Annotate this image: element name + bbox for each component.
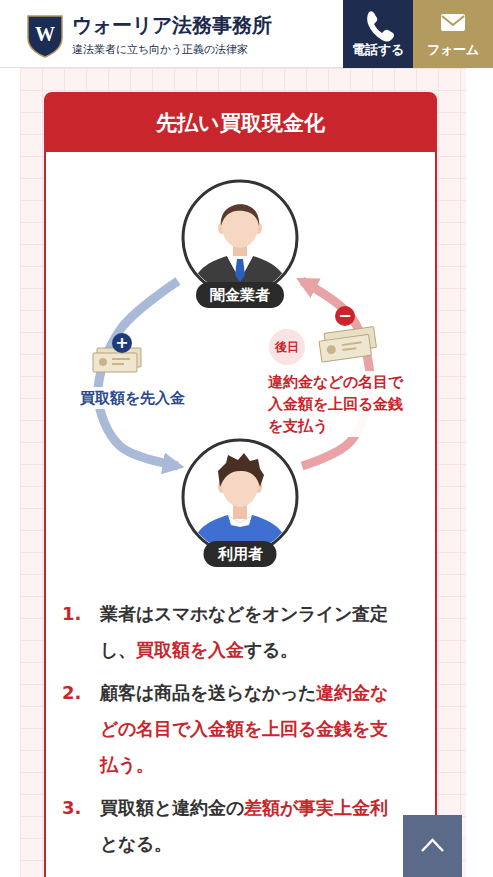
highlight-text: 差額が事実上金利 xyxy=(244,797,388,818)
step-segment: となる。 xyxy=(100,833,172,854)
list-item: 2. 顧客は商品を送らなかった違約金などの名目で入金額を上回る金銭を支払う。 xyxy=(62,675,407,783)
button-label: 電話する xyxy=(343,41,413,59)
diagram-title: 先払い買取現金化 xyxy=(156,109,325,137)
user-figure xyxy=(183,440,297,557)
step-text: 買取額と違約金の差額が事実上金利となる。 xyxy=(100,790,400,862)
later-badge: 後日 xyxy=(269,329,305,365)
call-button: 電話する xyxy=(343,0,413,68)
cash-icon xyxy=(318,327,377,363)
chevron-icon xyxy=(403,815,462,877)
user-node: 利用者 xyxy=(178,437,302,569)
firm-tagline: 違法業者に立ち向かう正義の法律家 xyxy=(72,42,248,57)
step-text: 顧客は商品を送らなかった違約金などの名目で入金額を上回る金銭を支払う。 xyxy=(100,675,400,783)
logo-letter: W xyxy=(28,17,62,51)
lender-node: 闇金業者 xyxy=(178,178,302,310)
step-number: 1. xyxy=(62,596,81,632)
plus-badge: + xyxy=(112,333,132,353)
step-number: 2. xyxy=(62,675,81,711)
card-header: 先払い買取現金化 xyxy=(46,94,435,152)
list-item: 3. 買取額と違約金の差額が事実上金利となる。 xyxy=(62,790,407,862)
highlight-text: 買取額を入金 xyxy=(136,639,244,660)
scroll-top-button xyxy=(403,815,462,877)
node-label: 利用者 xyxy=(204,541,277,567)
advance-arrow xyxy=(98,281,178,466)
lender-figure xyxy=(183,181,297,298)
node-label: 闇金業者 xyxy=(196,282,284,308)
edge-label: 買取額を先入金 xyxy=(78,387,187,409)
step-segment: する。 xyxy=(244,639,298,660)
list-item: 1. 業者はスマホなどをオンライン査定し、買取額を入金する。 xyxy=(62,596,407,668)
step-segment: 買取額と違約金の xyxy=(100,797,244,818)
edge-label: 違約金などの名目で入金額を上回る金銭を支払う xyxy=(266,371,410,437)
step-number: 3. xyxy=(62,790,81,826)
step-segment: 顧客は商品を送らなかった xyxy=(100,682,316,703)
minus-badge: − xyxy=(335,306,355,326)
step-text: 業者はスマホなどをオンライン査定し、買取額を入金する。 xyxy=(100,596,400,668)
form-button: フォーム xyxy=(413,0,493,68)
button-label: フォーム xyxy=(413,41,493,59)
firm-name: ウォーリア法務事務所 xyxy=(72,12,272,39)
